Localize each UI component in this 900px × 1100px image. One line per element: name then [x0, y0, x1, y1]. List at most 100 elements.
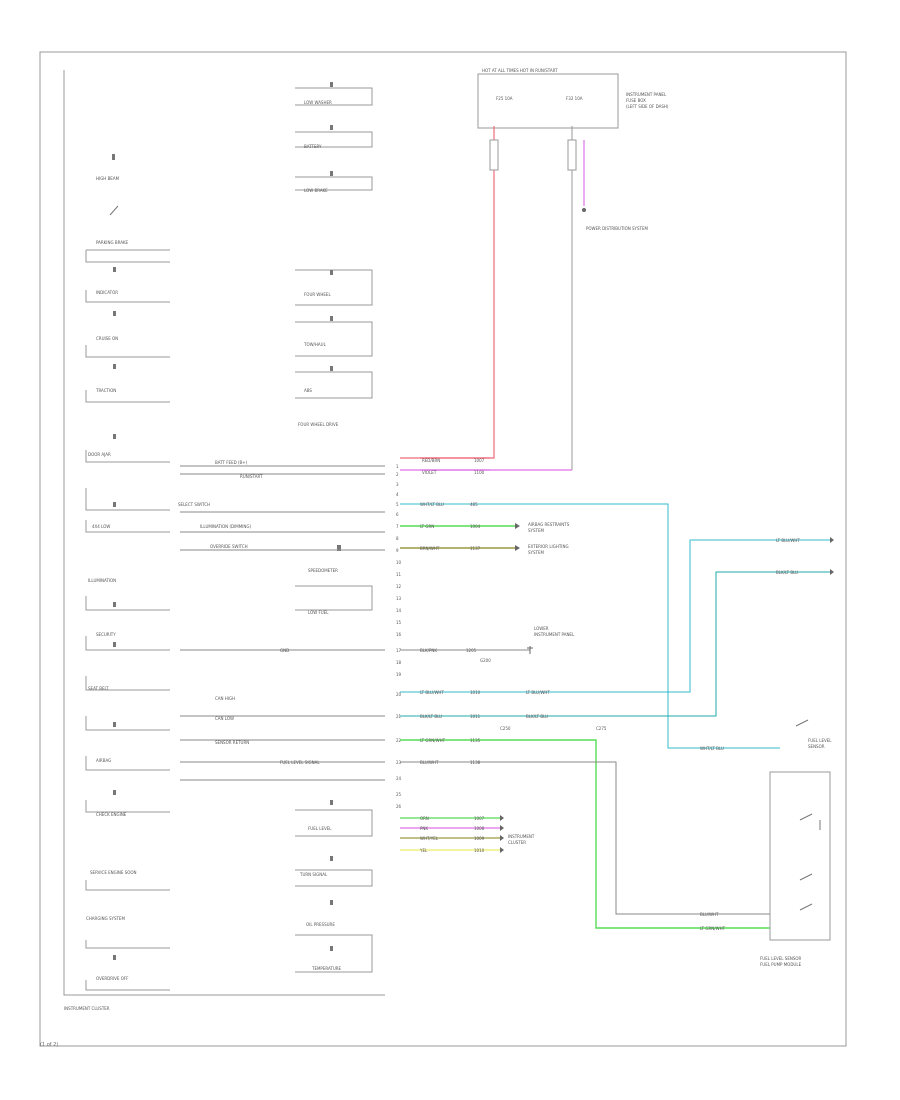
- svg-text:1011: 1011: [470, 714, 481, 719]
- ground-ref: POWER DISTRIBUTION SYSTEM: [586, 226, 648, 231]
- fuse-block-side-label: INSTRUMENT PANEL: [626, 92, 667, 97]
- svg-text:1137: 1137: [470, 546, 481, 551]
- svg-text:CAN LOW: CAN LOW: [215, 716, 234, 721]
- svg-text:LOW BRAKE: LOW BRAKE: [304, 188, 328, 193]
- svg-text:12: 12: [396, 584, 402, 589]
- svg-text:SENSOR RETURN: SENSOR RETURN: [215, 740, 249, 745]
- svg-text:INSTRUMENT PANEL: INSTRUMENT PANEL: [534, 632, 575, 637]
- diagram-frame: [39, 51, 847, 1047]
- svg-text:DOOR AJAR: DOOR AJAR: [88, 452, 111, 457]
- svg-text:YEL: YEL: [419, 848, 428, 853]
- svg-text:1007: 1007: [474, 458, 485, 463]
- middle-indicator-bulbs: [330, 82, 341, 951]
- svg-text:SECURITY: SECURITY: [96, 632, 116, 637]
- svg-text:BLU/WHT: BLU/WHT: [420, 760, 439, 765]
- svg-text:C250: C250: [500, 726, 511, 731]
- svg-text:5: 5: [396, 502, 399, 507]
- svg-text:OIL PRESSURE: OIL PRESSURE: [306, 922, 335, 927]
- svg-text:PNK: PNK: [420, 826, 428, 831]
- svg-text:LT BLU/WHT: LT BLU/WHT: [776, 538, 800, 543]
- svg-text:8: 8: [396, 536, 399, 541]
- svg-text:ORN: ORN: [420, 816, 429, 821]
- svg-text:SENSOR: SENSOR: [808, 744, 825, 749]
- svg-text:1205: 1205: [466, 648, 477, 653]
- svg-text:GND: GND: [280, 648, 289, 653]
- svg-text:AIRBAG: AIRBAG: [96, 758, 111, 763]
- svg-text:RED/BRN: RED/BRN: [422, 458, 440, 463]
- svg-text:ILLUMINATION: ILLUMINATION: [88, 578, 116, 583]
- svg-text:9: 9: [396, 548, 399, 553]
- svg-text:WHT/LT BLU: WHT/LT BLU: [420, 502, 444, 507]
- svg-text:AIRBAG RESTRAINTS: AIRBAG RESTRAINTS: [528, 522, 570, 527]
- middle-indicator-labels: LOW WASHER BATTERY LOW BRAKE FOUR WHEEL …: [298, 100, 342, 971]
- svg-text:2: 2: [396, 472, 399, 477]
- svg-text:7: 7: [396, 524, 399, 529]
- svg-text:HIGH BEAM: HIGH BEAM: [96, 176, 120, 181]
- svg-text:1007: 1007: [474, 816, 485, 821]
- svg-text:20: 20: [396, 692, 402, 697]
- svg-text:OVERRIDE SWITCH: OVERRIDE SWITCH: [210, 544, 248, 549]
- svg-text:LT GRN/WHT: LT GRN/WHT: [700, 926, 726, 931]
- connector-c220: [489, 139, 499, 171]
- svg-text:EXTERIOR LIGHTING: EXTERIOR LIGHTING: [528, 544, 569, 549]
- svg-text:1: 1: [396, 464, 399, 469]
- svg-text:23: 23: [396, 760, 402, 765]
- fuse-block: [477, 73, 619, 129]
- svg-text:TEMPERATURE: TEMPERATURE: [311, 966, 342, 971]
- svg-text:BLK/PNK: BLK/PNK: [420, 648, 437, 653]
- svg-text:1138: 1138: [470, 760, 481, 765]
- fuel-sender-box: [769, 771, 831, 941]
- svg-text:TURN SIGNAL: TURN SIGNAL: [299, 872, 328, 877]
- svg-text:CHECK ENGINE: CHECK ENGINE: [96, 812, 127, 817]
- fuse-2: F32 10A: [566, 96, 583, 101]
- svg-text:CAN HIGH: CAN HIGH: [215, 696, 235, 701]
- svg-text:VIOLET: VIOLET: [422, 470, 437, 475]
- red-wire: [420, 126, 495, 459]
- cluster-label: INSTRUMENT CLUSTER: [64, 1006, 110, 1011]
- svg-text:RUN/START: RUN/START: [240, 474, 263, 479]
- svg-text:FUSE BOX: FUSE BOX: [626, 98, 646, 103]
- svg-text:CLUSTER: CLUSTER: [508, 840, 526, 845]
- svg-text:FUEL LEVEL SENSOR: FUEL LEVEL SENSOR: [760, 956, 802, 961]
- fuse-1: F25 10A: [496, 96, 513, 101]
- cluster-bracket: [63, 70, 385, 996]
- left-indicator-column: [85, 249, 170, 991]
- svg-text:4: 4: [396, 492, 399, 497]
- svg-text:1004: 1004: [470, 524, 481, 529]
- svg-text:CHARGING SYSTEM: CHARGING SYSTEM: [86, 916, 125, 921]
- right-labels: AIRBAG RESTRAINTS SYSTEM EXTERIOR LIGHTI…: [480, 522, 832, 967]
- svg-text:LT BLU/WHT: LT BLU/WHT: [420, 690, 444, 695]
- svg-text:OVERDRIVE OFF: OVERDRIVE OFF: [96, 976, 129, 981]
- svg-text:1010: 1010: [474, 848, 485, 853]
- svg-text:PARKING BRAKE: PARKING BRAKE: [96, 240, 129, 245]
- left-indicator-bulbs: [109, 154, 119, 960]
- svg-text:FOUR WHEEL DRIVE: FOUR WHEEL DRIVE: [298, 422, 339, 427]
- svg-text:SERVICE ENGINE SOON: SERVICE ENGINE SOON: [90, 870, 137, 875]
- svg-text:ABS: ABS: [304, 388, 312, 393]
- svg-text:G200: G200: [480, 658, 491, 663]
- svg-text:INSTRUMENT: INSTRUMENT: [508, 834, 535, 839]
- svg-text:LT GRN/WHT: LT GRN/WHT: [420, 738, 446, 743]
- svg-text:6: 6: [396, 512, 399, 517]
- signal-labels: BATT FEED (B+) RUN/START SELECT SWITCH I…: [178, 460, 320, 765]
- svg-text:LOWER: LOWER: [534, 626, 549, 631]
- svg-text:FOUR WHEEL: FOUR WHEEL: [304, 292, 331, 297]
- svg-text:19: 19: [396, 672, 402, 677]
- svg-text:17: 17: [396, 648, 402, 653]
- svg-text:BLU/WHT: BLU/WHT: [700, 912, 719, 917]
- svg-text:FUEL LEVEL: FUEL LEVEL: [308, 826, 332, 831]
- svg-text:13: 13: [396, 596, 402, 601]
- footer-code: (1 of 2): [40, 1042, 59, 1048]
- connector-c221: [567, 139, 577, 171]
- svg-text:BATTERY: BATTERY: [304, 144, 322, 149]
- svg-text:BLK/LT BLU: BLK/LT BLU: [776, 570, 798, 575]
- ground-symbol: [527, 646, 533, 654]
- svg-text:16: 16: [396, 632, 402, 637]
- svg-text:TOW/HAUL: TOW/HAUL: [303, 342, 327, 347]
- wire-runs: [400, 457, 830, 929]
- svg-text:24: 24: [396, 776, 402, 781]
- svg-text:11: 11: [396, 572, 402, 577]
